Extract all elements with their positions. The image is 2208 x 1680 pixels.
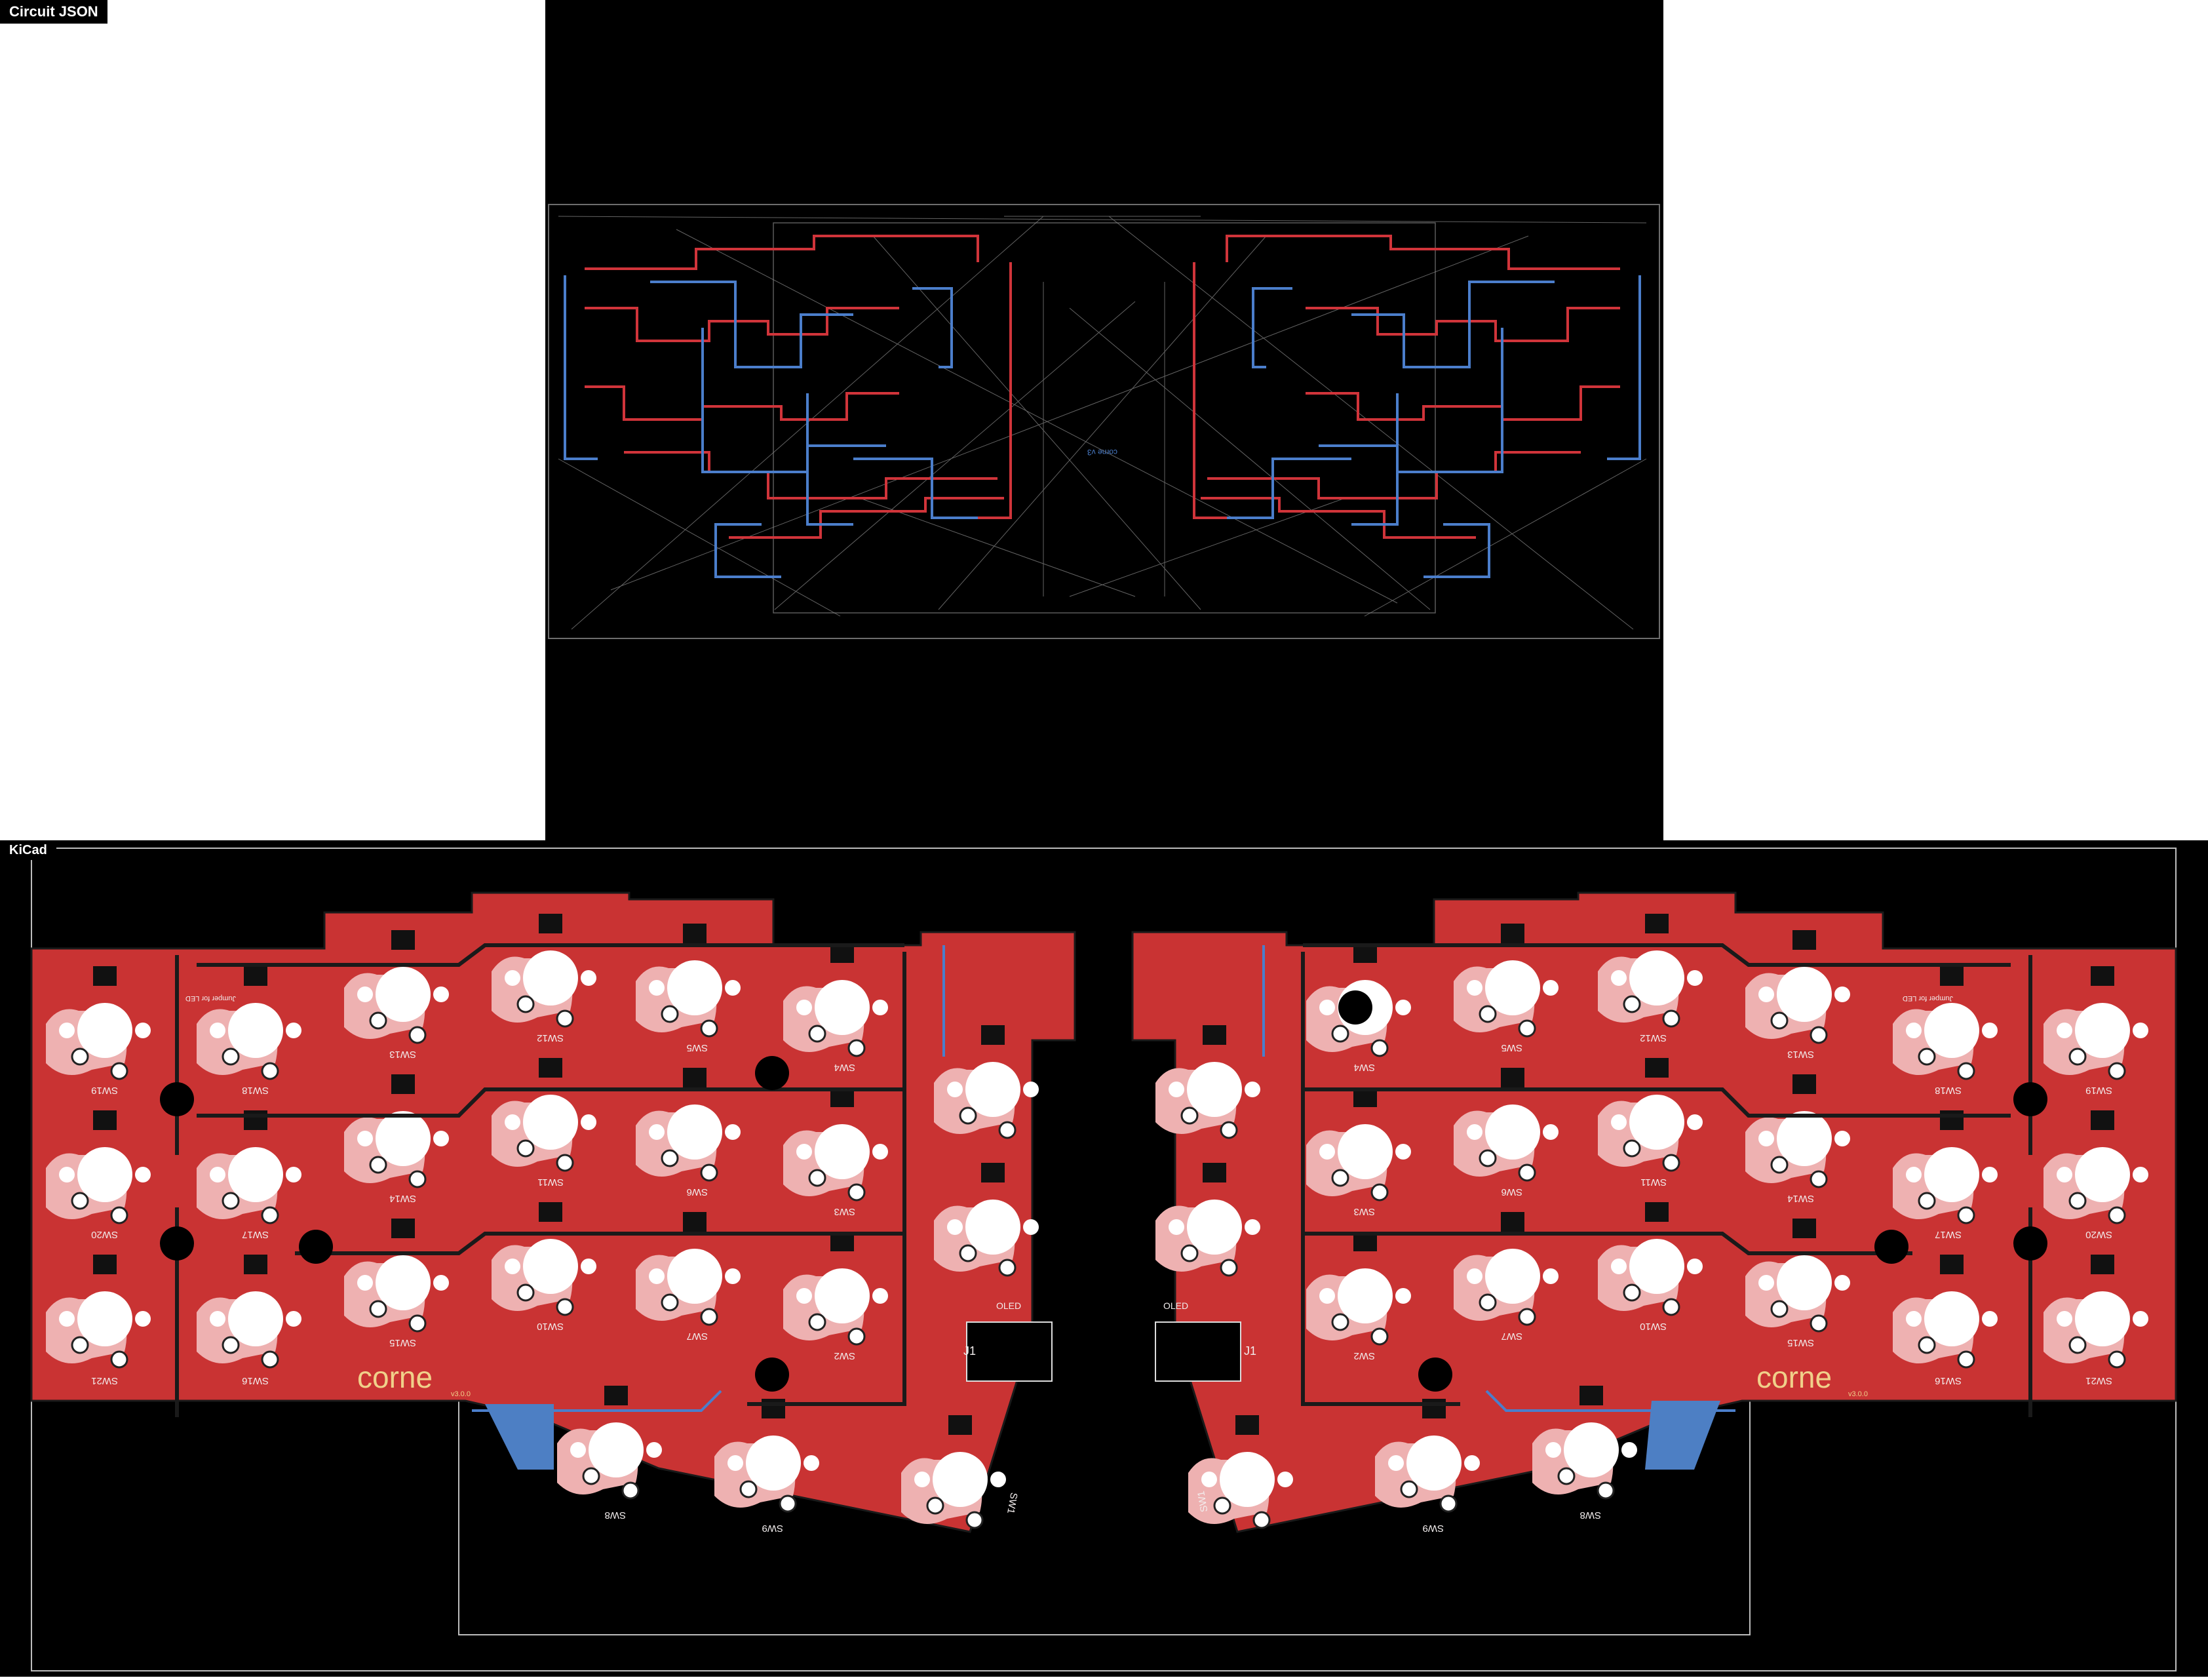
right-connector-label: J1 [1244,1344,1256,1358]
right-sw-label: SW18 [1935,1085,1962,1096]
left-sw-label: SW2 [834,1350,855,1361]
left-blue-zone [485,1404,554,1470]
right-oled-label: OLED [1163,1300,1188,1311]
right-sw-label: SW17 [1935,1229,1962,1240]
right-sw-label: SW11 [1640,1177,1667,1188]
right-blue-zone [1645,1401,1720,1470]
left-sw-label: SW1 [1005,1492,1019,1515]
left-sw-label: SW3 [834,1206,855,1217]
left-sw-label: SW6 [686,1186,708,1198]
right-sw-label: SW16 [1935,1375,1962,1386]
mounting-holes [160,990,2047,1392]
kicad-panel: J1 J1 OLED OLED corne v3.0.0 corne v3.0.… [0,840,2208,1677]
right-sw-label: SW20 [2085,1229,2112,1240]
right-jumper-note: Jumper for LED [1903,994,1953,1002]
right-sw-label: SW3 [1353,1206,1375,1217]
left-connector-cutout [966,1321,1053,1382]
left-jumper-note: Jumper for LED [185,994,236,1002]
right-sw-label: SW19 [2085,1085,2112,1096]
left-sw-label: SW9 [762,1523,783,1534]
left-sw-label: SW15 [389,1337,416,1348]
board-outline [548,204,1660,639]
svg-text:corne v3: corne v3 [1087,448,1117,457]
left-logo: corne [357,1360,433,1394]
right-sw-label: SW12 [1640,1032,1667,1044]
left-sw-label: SW7 [686,1331,708,1342]
left-sw-label: SW14 [389,1193,416,1204]
left-sw-label: SW20 [91,1229,118,1240]
left-oled-label: OLED [996,1300,1021,1311]
left-sw-label: SW18 [242,1085,269,1096]
circuit-json-canvas: corne v3 [545,0,1663,840]
right-sw-label: SW5 [1501,1042,1522,1053]
left-sw-label: SW11 [537,1177,564,1188]
kicad-render: J1 J1 OLED OLED corne v3.0.0 corne v3.0.… [30,848,2177,1671]
pcb-traces [175,943,2032,1417]
left-switch-labels: SW19 SW18 SW13 SW12 SW5 SW4 SW20 SW17 SW… [91,1032,1019,1534]
right-sw-label: SW7 [1501,1331,1522,1342]
right-sw-label: SW8 [1579,1510,1601,1521]
right-sw-label: SW13 [1787,1049,1814,1060]
right-sw-label: SW9 [1422,1523,1444,1534]
left-sw-label: SW13 [389,1049,416,1060]
left-sw-label: SW21 [91,1375,118,1386]
right-sw-label: SW4 [1353,1062,1375,1073]
back-traces [564,275,1641,578]
front-traces [585,235,1620,539]
right-sw-label: SW10 [1640,1321,1667,1332]
right-version: v3.0.0 [1848,1390,1868,1398]
left-sw-label: SW19 [91,1085,118,1096]
right-sw-label: SW1 [1195,1490,1210,1513]
right-sw-label: SW2 [1353,1350,1375,1361]
left-sw-label: SW12 [537,1032,564,1044]
left-version: v3.0.0 [451,1390,471,1398]
left-sw-label: SW10 [537,1321,564,1332]
circuit-json-render: corne v3 [545,0,1663,840]
right-sw-label: SW15 [1787,1337,1814,1348]
right-sw-label: SW6 [1501,1186,1522,1198]
right-sw-label: SW21 [2085,1375,2112,1386]
left-sw-label: SW16 [242,1375,269,1386]
left-connector-label: J1 [963,1344,976,1358]
left-sw-label: SW4 [834,1062,855,1073]
right-sw-label: SW14 [1787,1193,1814,1204]
right-logo: corne [1756,1360,1832,1394]
ratsnest-lines [558,216,1647,630]
left-sw-label: SW17 [242,1229,269,1240]
panel-label-kicad: KiCad [0,840,56,860]
left-sw-label: SW5 [686,1042,708,1053]
right-connector-cutout [1155,1321,1241,1382]
left-sw-label: SW8 [604,1510,626,1521]
panel-label-circuit-json: Circuit JSON [0,0,107,24]
right-switch-labels: SW19 SW18 SW13 SW12 SW5 SW4 SW20 SW17 SW… [1195,1032,2112,1534]
